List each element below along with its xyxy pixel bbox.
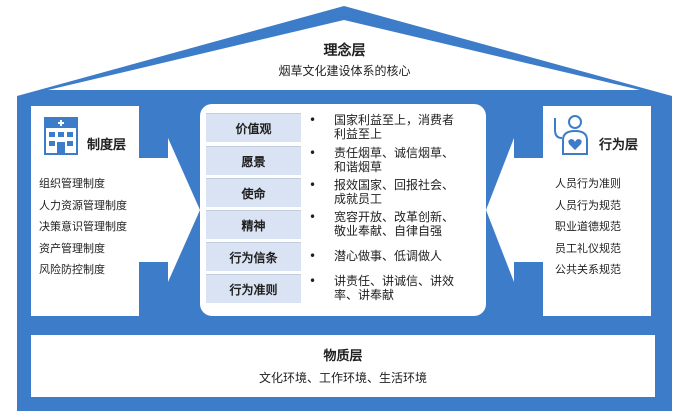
row-line: 敬业奉献、自律自强	[334, 224, 443, 238]
roof-title: 理念层	[323, 43, 366, 59]
row-line: 讲责任、讲诚信、讲效	[334, 274, 455, 288]
value-row: 精神 • 宽容开放、改革创新、 敬业奉献、自律自强	[206, 210, 484, 239]
row-line: 宽容开放、改革创新、	[334, 210, 455, 224]
row-line: 报效国家、回报社会、	[334, 178, 455, 192]
value-row: 使命 • 报效国家、回报社会、 成就员工	[206, 178, 484, 207]
list-item: 人员行为规范	[555, 198, 621, 212]
row-content: 潜心做事、低调做人	[334, 249, 484, 263]
left-panel: 制度层 组织管理制度 人力资源管理制度 决策意识管理制度 资产管理制度 风险防控…	[31, 106, 139, 316]
row-label: 精神	[206, 210, 301, 239]
left-panel-title: 制度层	[87, 138, 127, 153]
row-line: 国家利益至上，消费者	[334, 113, 455, 127]
right-panel-title: 行为层	[599, 138, 639, 153]
row-content: 报效国家、回报社会、 成就员工	[334, 178, 484, 206]
row-line: 潜心做事、低调做人	[334, 249, 443, 263]
row-line: 利益至上	[334, 127, 383, 141]
row-content: 责任烟草、诚信烟草、 和谐烟草	[334, 146, 484, 174]
list-item: 人力资源管理制度	[39, 198, 127, 212]
row-bullet: •	[309, 146, 317, 160]
roof-subtitle: 烟草文化建设体系的核心	[278, 64, 411, 78]
row-content: 讲责任、讲诚信、讲效 率、讲奉献	[334, 274, 484, 302]
row-line: 率、讲奉献	[334, 288, 395, 302]
list-item: 决策意识管理制度	[39, 220, 127, 233]
row-bullet: •	[309, 249, 317, 263]
value-row: 愿景 • 责任烟草、诚信烟草、 和谐烟草	[206, 146, 484, 175]
row-bullet: •	[309, 113, 317, 127]
value-row: 价值观 • 国家利益至上，消费者 利益至上	[206, 113, 484, 142]
row-content: 国家利益至上，消费者 利益至上	[334, 113, 484, 141]
value-row: 行为准则 • 讲责任、讲诚信、讲效 率、讲奉献	[206, 274, 484, 303]
row-line: 成就员工	[334, 192, 383, 206]
row-label: 价值观	[206, 113, 301, 142]
left-panel-list: 组织管理制度 人力资源管理制度 决策意识管理制度 资产管理制度 风险防控制度	[39, 173, 127, 281]
row-label: 愿景	[206, 146, 301, 175]
core-values-card: 价值观 • 国家利益至上，消费者 利益至上 愿景 • 责任烟草、诚信烟草、 和谐…	[200, 104, 486, 316]
list-item: 员工礼仪规范	[555, 241, 621, 255]
row-content: 宽容开放、改革创新、 敬业奉献、自律自强	[334, 210, 484, 238]
material-layer: 物质层 文化环境、工作环境、生活环境	[31, 335, 655, 397]
list-item: 组织管理制度	[39, 177, 105, 190]
base-subtitle: 文化环境、工作环境、生活环境	[258, 371, 427, 385]
right-panel-list: 人员行为准则 人员行为规范 职业道德规范 员工礼仪规范 公共关系规范	[555, 173, 621, 281]
list-item: 人员行为准则	[555, 177, 621, 190]
row-bullet: •	[309, 178, 317, 192]
list-item: 职业道德规范	[555, 220, 621, 233]
list-item: 公共关系规范	[555, 263, 621, 276]
row-label: 使命	[206, 178, 301, 207]
hospital-building-icon	[44, 117, 78, 155]
row-label: 行为信条	[206, 242, 301, 271]
arrow-right-to-center	[486, 138, 543, 282]
doctor-heart-icon	[554, 115, 588, 155]
value-row: 行为信条 • 潜心做事、低调做人	[206, 242, 484, 271]
list-item: 资产管理制度	[39, 241, 105, 255]
row-bullet: •	[309, 210, 317, 224]
base-title: 物质层	[323, 349, 363, 364]
row-bullet: •	[309, 274, 317, 288]
right-panel: 行为层 人员行为准则 人员行为规范 职业道德规范 员工礼仪规范 公共关系规范	[543, 106, 651, 316]
row-line: 和谐烟草	[334, 160, 383, 174]
arrow-left-to-center	[139, 138, 200, 282]
list-item: 风险防控制度	[39, 263, 105, 276]
row-line: 责任烟草、诚信烟草、	[334, 146, 455, 160]
roof-inner	[48, 20, 640, 90]
row-label: 行为准则	[206, 274, 301, 303]
